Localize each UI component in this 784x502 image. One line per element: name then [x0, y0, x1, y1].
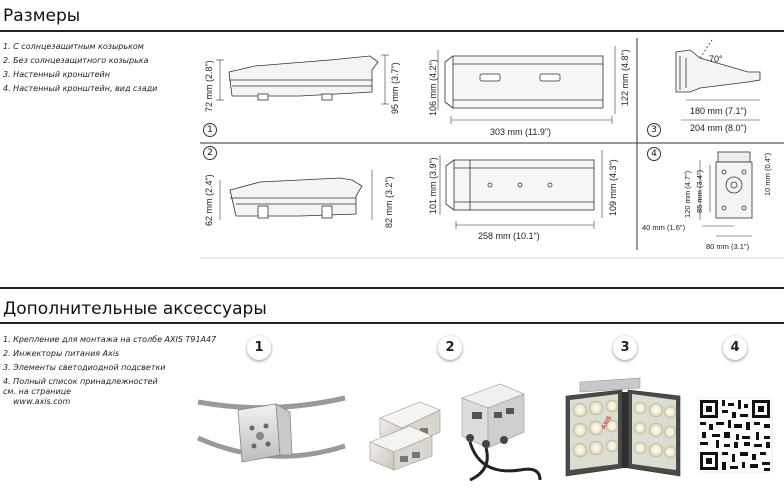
- dim-w40: 40 mm (1.6"): [642, 223, 686, 232]
- pole-mount-bracket-image: [196, 395, 346, 463]
- qr-code-image: [697, 397, 773, 473]
- dim-h120: 120 mm (4.7"): [683, 170, 692, 218]
- dim-w180: 180 mm (7.1"): [690, 106, 747, 116]
- dim-h106: 106 mm (4.2"): [428, 59, 438, 116]
- accessories-title: Дополнительные аксессуары: [3, 299, 267, 319]
- dim-h10: 10 mm (0.4"): [763, 152, 772, 196]
- dimension-drawings: 72 mm (2.8") 95 mm (3.7") 106 mm (4.2") …: [200, 38, 784, 259]
- drawing-1-top-view: [437, 46, 616, 124]
- legend-item-2: 2. Без солнцезащитного козырька: [3, 56, 149, 65]
- accessory-legend-item-2: 2. Инжекторы питания Axis: [3, 349, 120, 358]
- dimensions-title: Размеры: [3, 6, 81, 26]
- dimensions-rule: [0, 30, 784, 32]
- dim-h95: 95 mm (3.7"): [390, 62, 400, 114]
- accessory-marker-3: 3: [613, 336, 637, 360]
- legend-item-3: 3. Настенный кронштейн: [3, 70, 110, 79]
- axis-website-link[interactable]: www.axis.com: [13, 397, 71, 406]
- accessory-marker-4: 4: [723, 336, 747, 360]
- dim-angle70: 70°: [709, 54, 723, 64]
- drawing-4-bracket-rear: [699, 151, 753, 237]
- drawing-marker-1: 1: [203, 123, 217, 137]
- dim-h122: 122 mm (4.8"): [620, 49, 630, 106]
- legend-item-4: 4. Настенный кронштейн, вид сзади: [3, 84, 158, 93]
- drawing-1-side-with-sunshield: [216, 54, 389, 105]
- dim-h72: 72 mm (2.8"): [204, 60, 214, 112]
- accessories-legend: 1. Крепление для монтажа на столбе AXIS …: [3, 333, 217, 407]
- drawing-marker-3: 3: [647, 123, 661, 137]
- accessories-rule: [0, 322, 784, 324]
- accessories-top-rule: [0, 287, 784, 289]
- accessory-marker-1: 1: [247, 336, 271, 360]
- power-injectors-image: [369, 383, 542, 482]
- dim-w204: 204 mm (8.0"): [690, 123, 747, 133]
- drawing-2-top-view: [439, 150, 603, 229]
- legend-item-1: 1. С солнцезащитным козырьком: [3, 42, 144, 51]
- dim-h101: 101 mm (3.9"): [428, 157, 438, 214]
- dim-h85: 85 mm (3.4"): [695, 169, 704, 213]
- dim-w80: 80 mm (3.1"): [706, 242, 750, 251]
- dim-h62: 62 mm (2.4"): [204, 174, 214, 226]
- dim-h82: 82 mm (3.2"): [384, 176, 394, 228]
- accessory-legend-item-3: 3. Элементы светодиодной подсветки: [3, 363, 166, 372]
- drawing-marker-2: 2: [203, 146, 217, 160]
- dim-h109: 109 mm (4.3"): [608, 159, 618, 216]
- accessory-marker-2: 2: [438, 336, 462, 360]
- illuminator-brand-label: AXIS: [600, 415, 614, 431]
- dimensions-legend: 1. С солнцезащитным козырьком 2. Без сол…: [3, 40, 193, 96]
- drawing-3-wall-bracket: [675, 39, 761, 121]
- accessory-legend-item-1: 1. Крепление для монтажа на столбе AXIS …: [3, 335, 217, 344]
- accessory-legend-item-4: 4. Полный список принадлежностей см. на …: [3, 377, 158, 396]
- drawing-marker-4: 4: [647, 147, 661, 161]
- dim-w303: 303 mm (11.9"): [490, 127, 551, 137]
- drawing-2-side-no-sunshield: [219, 170, 373, 220]
- led-illuminators-image: [565, 377, 681, 477]
- dim-w258: 258 mm (10.1"): [478, 231, 540, 241]
